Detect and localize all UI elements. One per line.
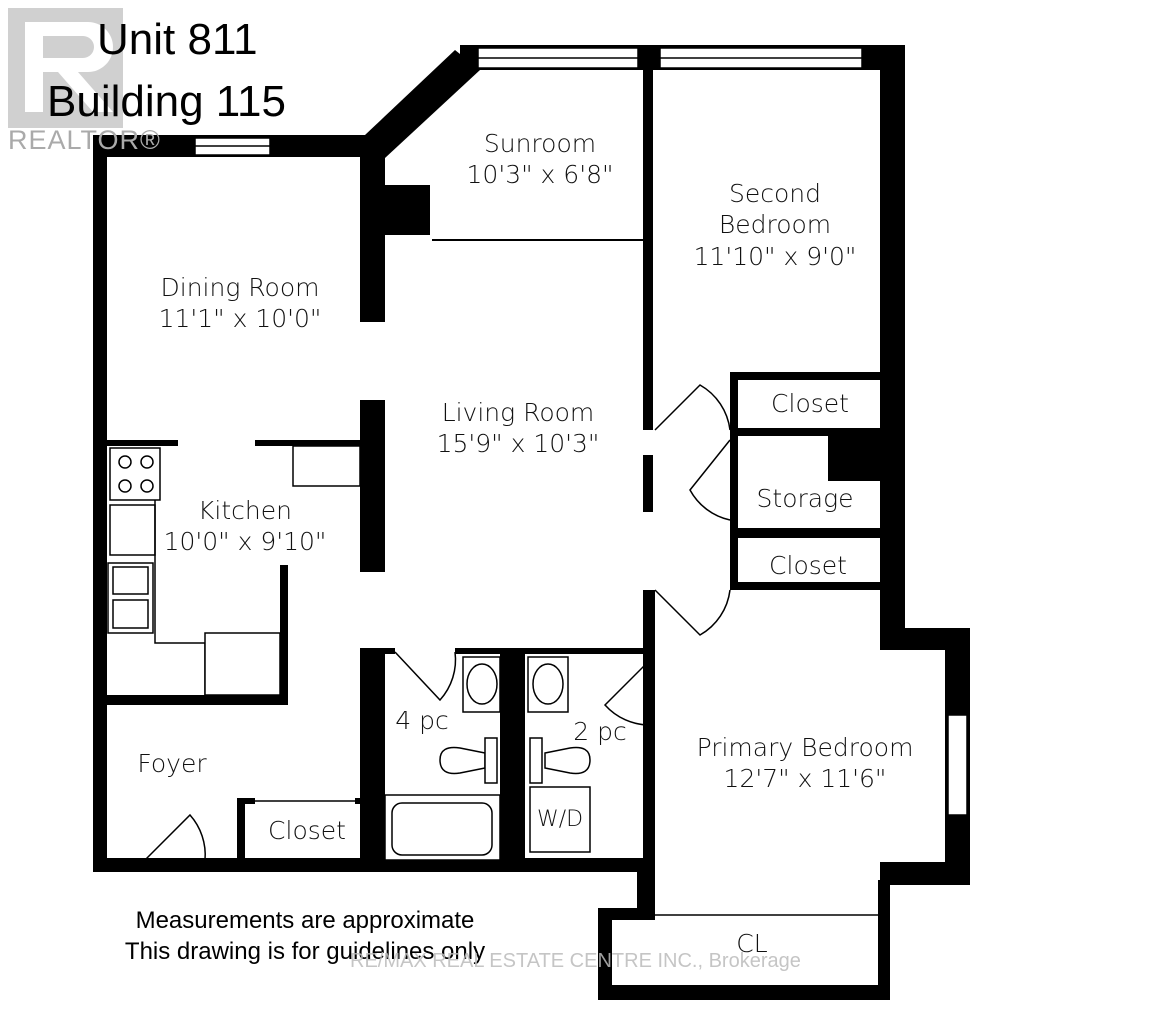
room-name: Sunroom xyxy=(483,129,597,158)
building-title: Building 115 xyxy=(47,77,286,126)
bath-4pc-label: 4 pc xyxy=(395,706,449,735)
room-name: Kitchen xyxy=(198,496,292,525)
room-size: 15'9" x 10'3" xyxy=(436,429,600,459)
realtor-logo xyxy=(8,8,123,128)
fixtures xyxy=(107,47,968,916)
room-size: 11'10" x 9'0" xyxy=(693,241,857,271)
room-name: Dining Room xyxy=(160,273,320,302)
storage-label: Storage xyxy=(756,484,854,513)
room-size: 10'3" x 6'8" xyxy=(466,160,614,190)
disclaimer-line: This drawing is for guidelines only xyxy=(124,938,486,966)
room-size: 11'1" x 10'0" xyxy=(158,304,322,334)
bath-2pc-label: 2 pc xyxy=(573,717,627,746)
closet-label: Closet xyxy=(268,816,346,845)
brokerage-watermark: RE/MAX REAL ESTATE CENTRE INC., Brokerag… xyxy=(350,950,801,972)
cl-label: CL xyxy=(736,929,768,958)
closet-label: Closet xyxy=(771,389,849,418)
disclaimer: Measurements are approximate This drawin… xyxy=(90,905,520,967)
unit-title: Unit 811 xyxy=(97,15,258,64)
closet-label: Closet xyxy=(769,551,847,580)
disclaimer-line: Measurements are approximate xyxy=(135,907,475,934)
room-name: Second Bedroom xyxy=(718,179,832,240)
room-size: 10'0" x 9'10" xyxy=(163,527,327,557)
foyer-label: Foyer xyxy=(137,749,207,778)
realtor-watermark: REALTOR® xyxy=(8,125,161,155)
washer-dryer-label: W/D xyxy=(536,807,584,832)
room-name: Living Room xyxy=(441,398,595,427)
room-size: 12'7" x 11'6" xyxy=(723,764,887,794)
room-name: Primary Bedroom xyxy=(696,733,914,762)
